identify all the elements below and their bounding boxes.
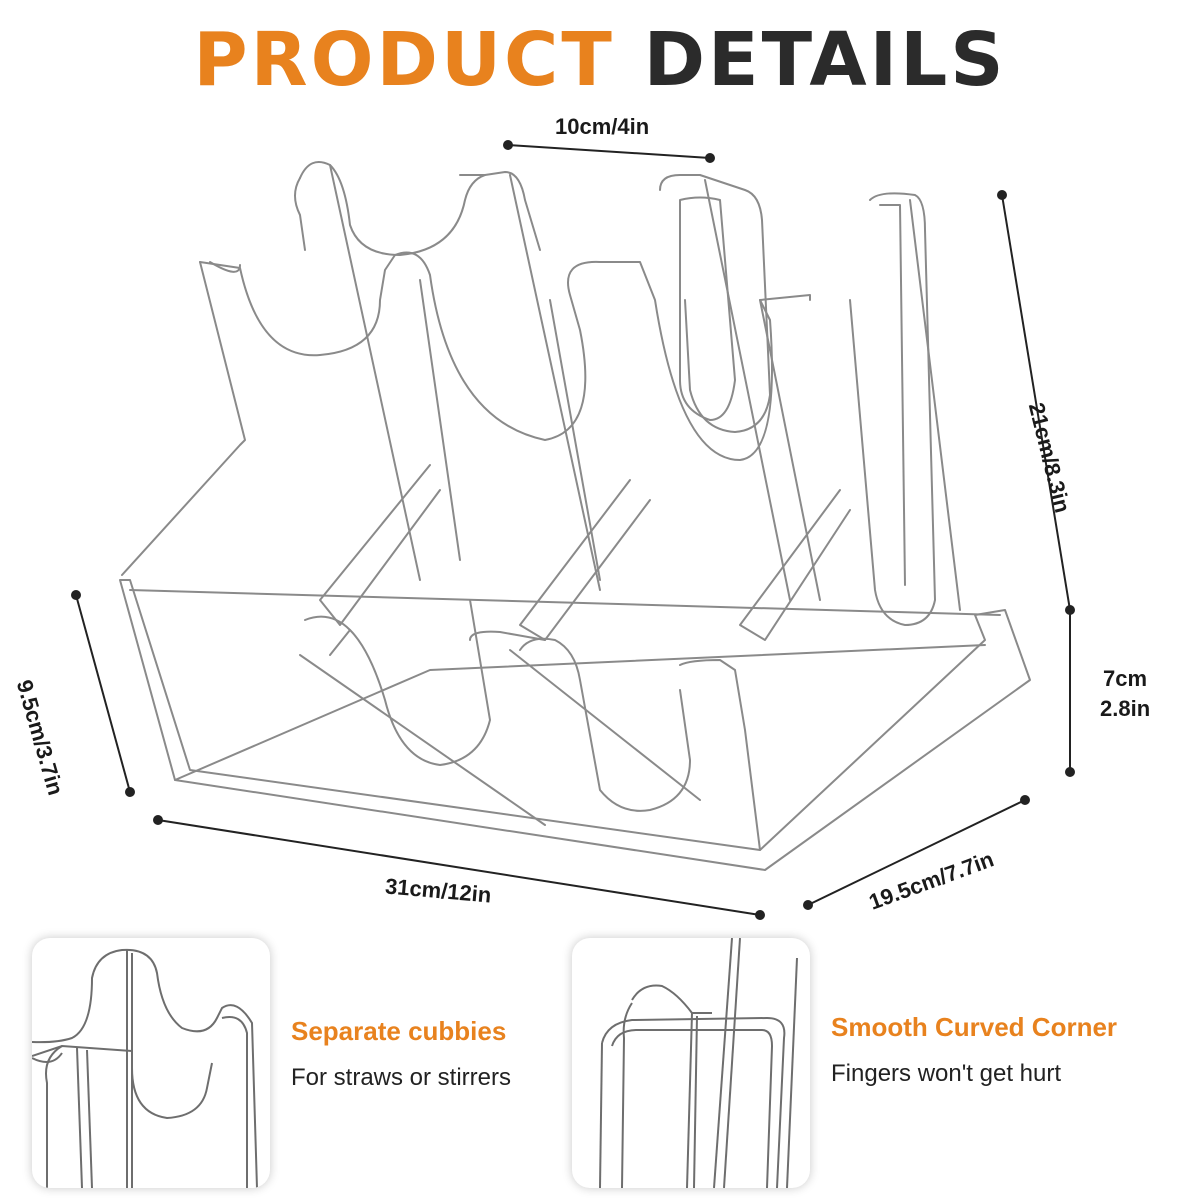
- feature-desc-curved-corner: Fingers won't get hurt: [831, 1060, 1062, 1087]
- detail-image-curved-corner: [572, 938, 810, 1188]
- cubbies-closeup-illustration: [32, 948, 258, 1188]
- dimension-base-height-in: 2.8in: [1100, 696, 1151, 721]
- tray-outline: [119, 579, 1031, 871]
- feature-title-cubbies: Separate cubbies: [291, 1016, 507, 1046]
- product-illustration: [71, 140, 1075, 920]
- feature-title-curved-corner: Smooth Curved Corner: [831, 1012, 1118, 1042]
- front-cup-right: [519, 637, 691, 812]
- back-panel: [199, 251, 811, 461]
- feature-desc-cubbies: For straws or stirrers: [291, 1064, 512, 1091]
- front-cup-left: [304, 599, 491, 766]
- title-word-details: DETAILS: [643, 17, 1007, 103]
- detail-image-cubbies: [32, 938, 270, 1188]
- dimension-slot-width: 10cm/4in: [555, 114, 650, 139]
- page-title: PRODUCT DETAILS: [0, 18, 1200, 102]
- dimension-base-height: 7cm 2.8in: [1100, 664, 1150, 724]
- curved-corner-closeup-illustration: [599, 938, 798, 1188]
- title-word-product: PRODUCT: [193, 17, 615, 103]
- dimension-base-height-cm: 7cm: [1103, 666, 1148, 691]
